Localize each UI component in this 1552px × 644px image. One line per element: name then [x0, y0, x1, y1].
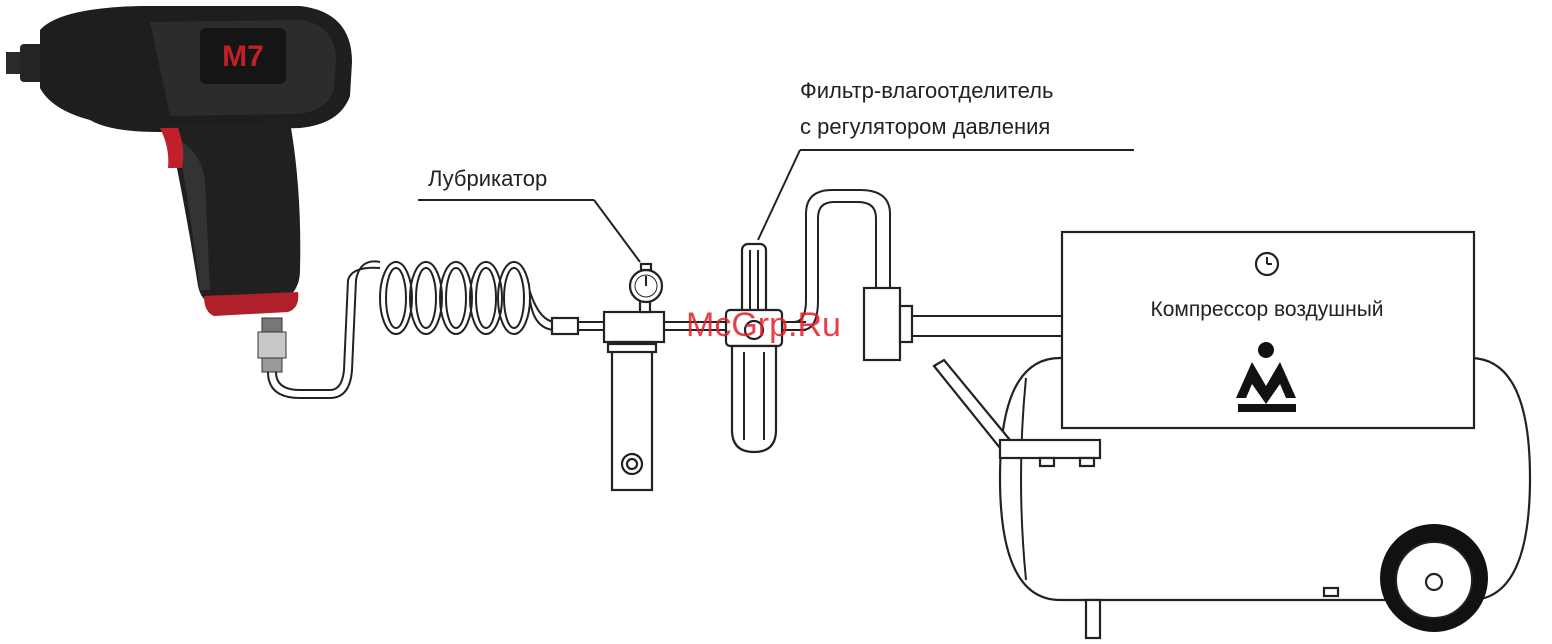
filter-label-line1: Фильтр-влагоотделитель [800, 78, 1053, 103]
gauge-icon [630, 264, 662, 302]
filter-regulator-unit [690, 244, 806, 452]
impact-wrench-icon: M7 [6, 6, 352, 372]
clock-gauge-icon [1256, 253, 1278, 275]
lubricator-unit [604, 264, 690, 490]
coiled-air-hose [268, 261, 604, 398]
filter-label-line2: с регулятором давления [800, 114, 1050, 139]
lubricator-label: Лубрикатор [428, 166, 547, 191]
annotations: Лубрикатор Фильтр-влагоотделитель с регу… [418, 78, 1134, 262]
tool-brand-label: M7 [222, 40, 264, 73]
watermark-label: McGrp.Ru [686, 306, 841, 344]
air-compressor: Компрессор воздушный [934, 232, 1530, 638]
compressor-label: Компрессор воздушный [1150, 298, 1383, 321]
